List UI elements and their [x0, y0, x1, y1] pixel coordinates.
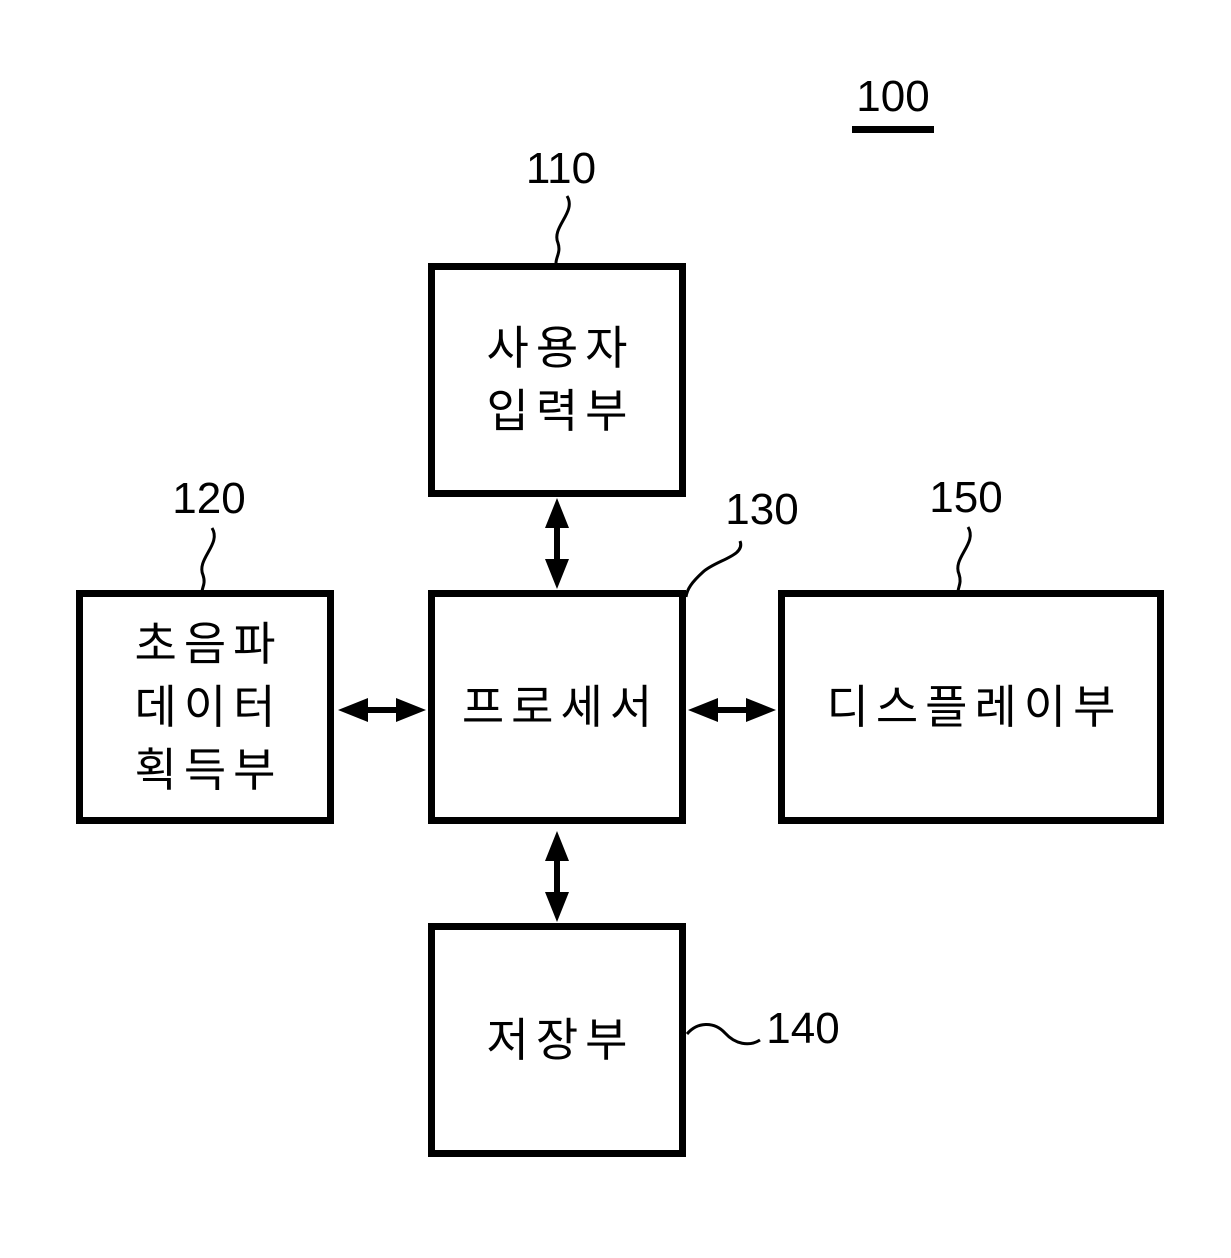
leader-line-130	[684, 540, 743, 598]
figure-number-label: 100	[852, 74, 934, 133]
block-ultrasound-line2: 데이터	[134, 680, 283, 733]
ref-label-processor: 130	[725, 485, 799, 534]
block-processor-line1: 프로세서	[461, 680, 660, 733]
block-ultrasound-line1: 초음파	[134, 617, 283, 670]
block-display: 디스플레이부	[778, 590, 1164, 824]
arrow-processor-display	[688, 698, 776, 722]
ref-label-storage: 140	[766, 1004, 840, 1053]
leader-line-120	[200, 527, 216, 593]
ref-label-ultrasound: 120	[172, 474, 246, 523]
block-user-input: 사용자 입력부	[428, 263, 686, 497]
block-display-line1: 디스플레이부	[826, 680, 1123, 733]
arrow-processor-storage	[545, 831, 569, 922]
block-storage-line1: 저장부	[486, 1013, 635, 1066]
block-storage: 저장부	[428, 923, 686, 1157]
block-ultrasound-line3: 획득부	[134, 743, 283, 796]
leader-line-150	[956, 526, 972, 593]
block-user-input-line1: 사용자	[486, 322, 635, 374]
leader-line-110	[554, 195, 571, 264]
ref-label-user-input: 110	[525, 144, 597, 193]
block-ultrasound-data-acquisition: 초음파 데이터 획득부	[76, 590, 334, 824]
ref-label-display: 150	[929, 473, 1003, 522]
arrow-ultrasound-processor	[338, 698, 426, 722]
block-user-input-line2: 입력부	[486, 385, 635, 437]
arrow-user-input-processor	[545, 498, 569, 589]
leader-line-140	[685, 1023, 761, 1046]
block-processor: 프로세서	[428, 590, 686, 824]
